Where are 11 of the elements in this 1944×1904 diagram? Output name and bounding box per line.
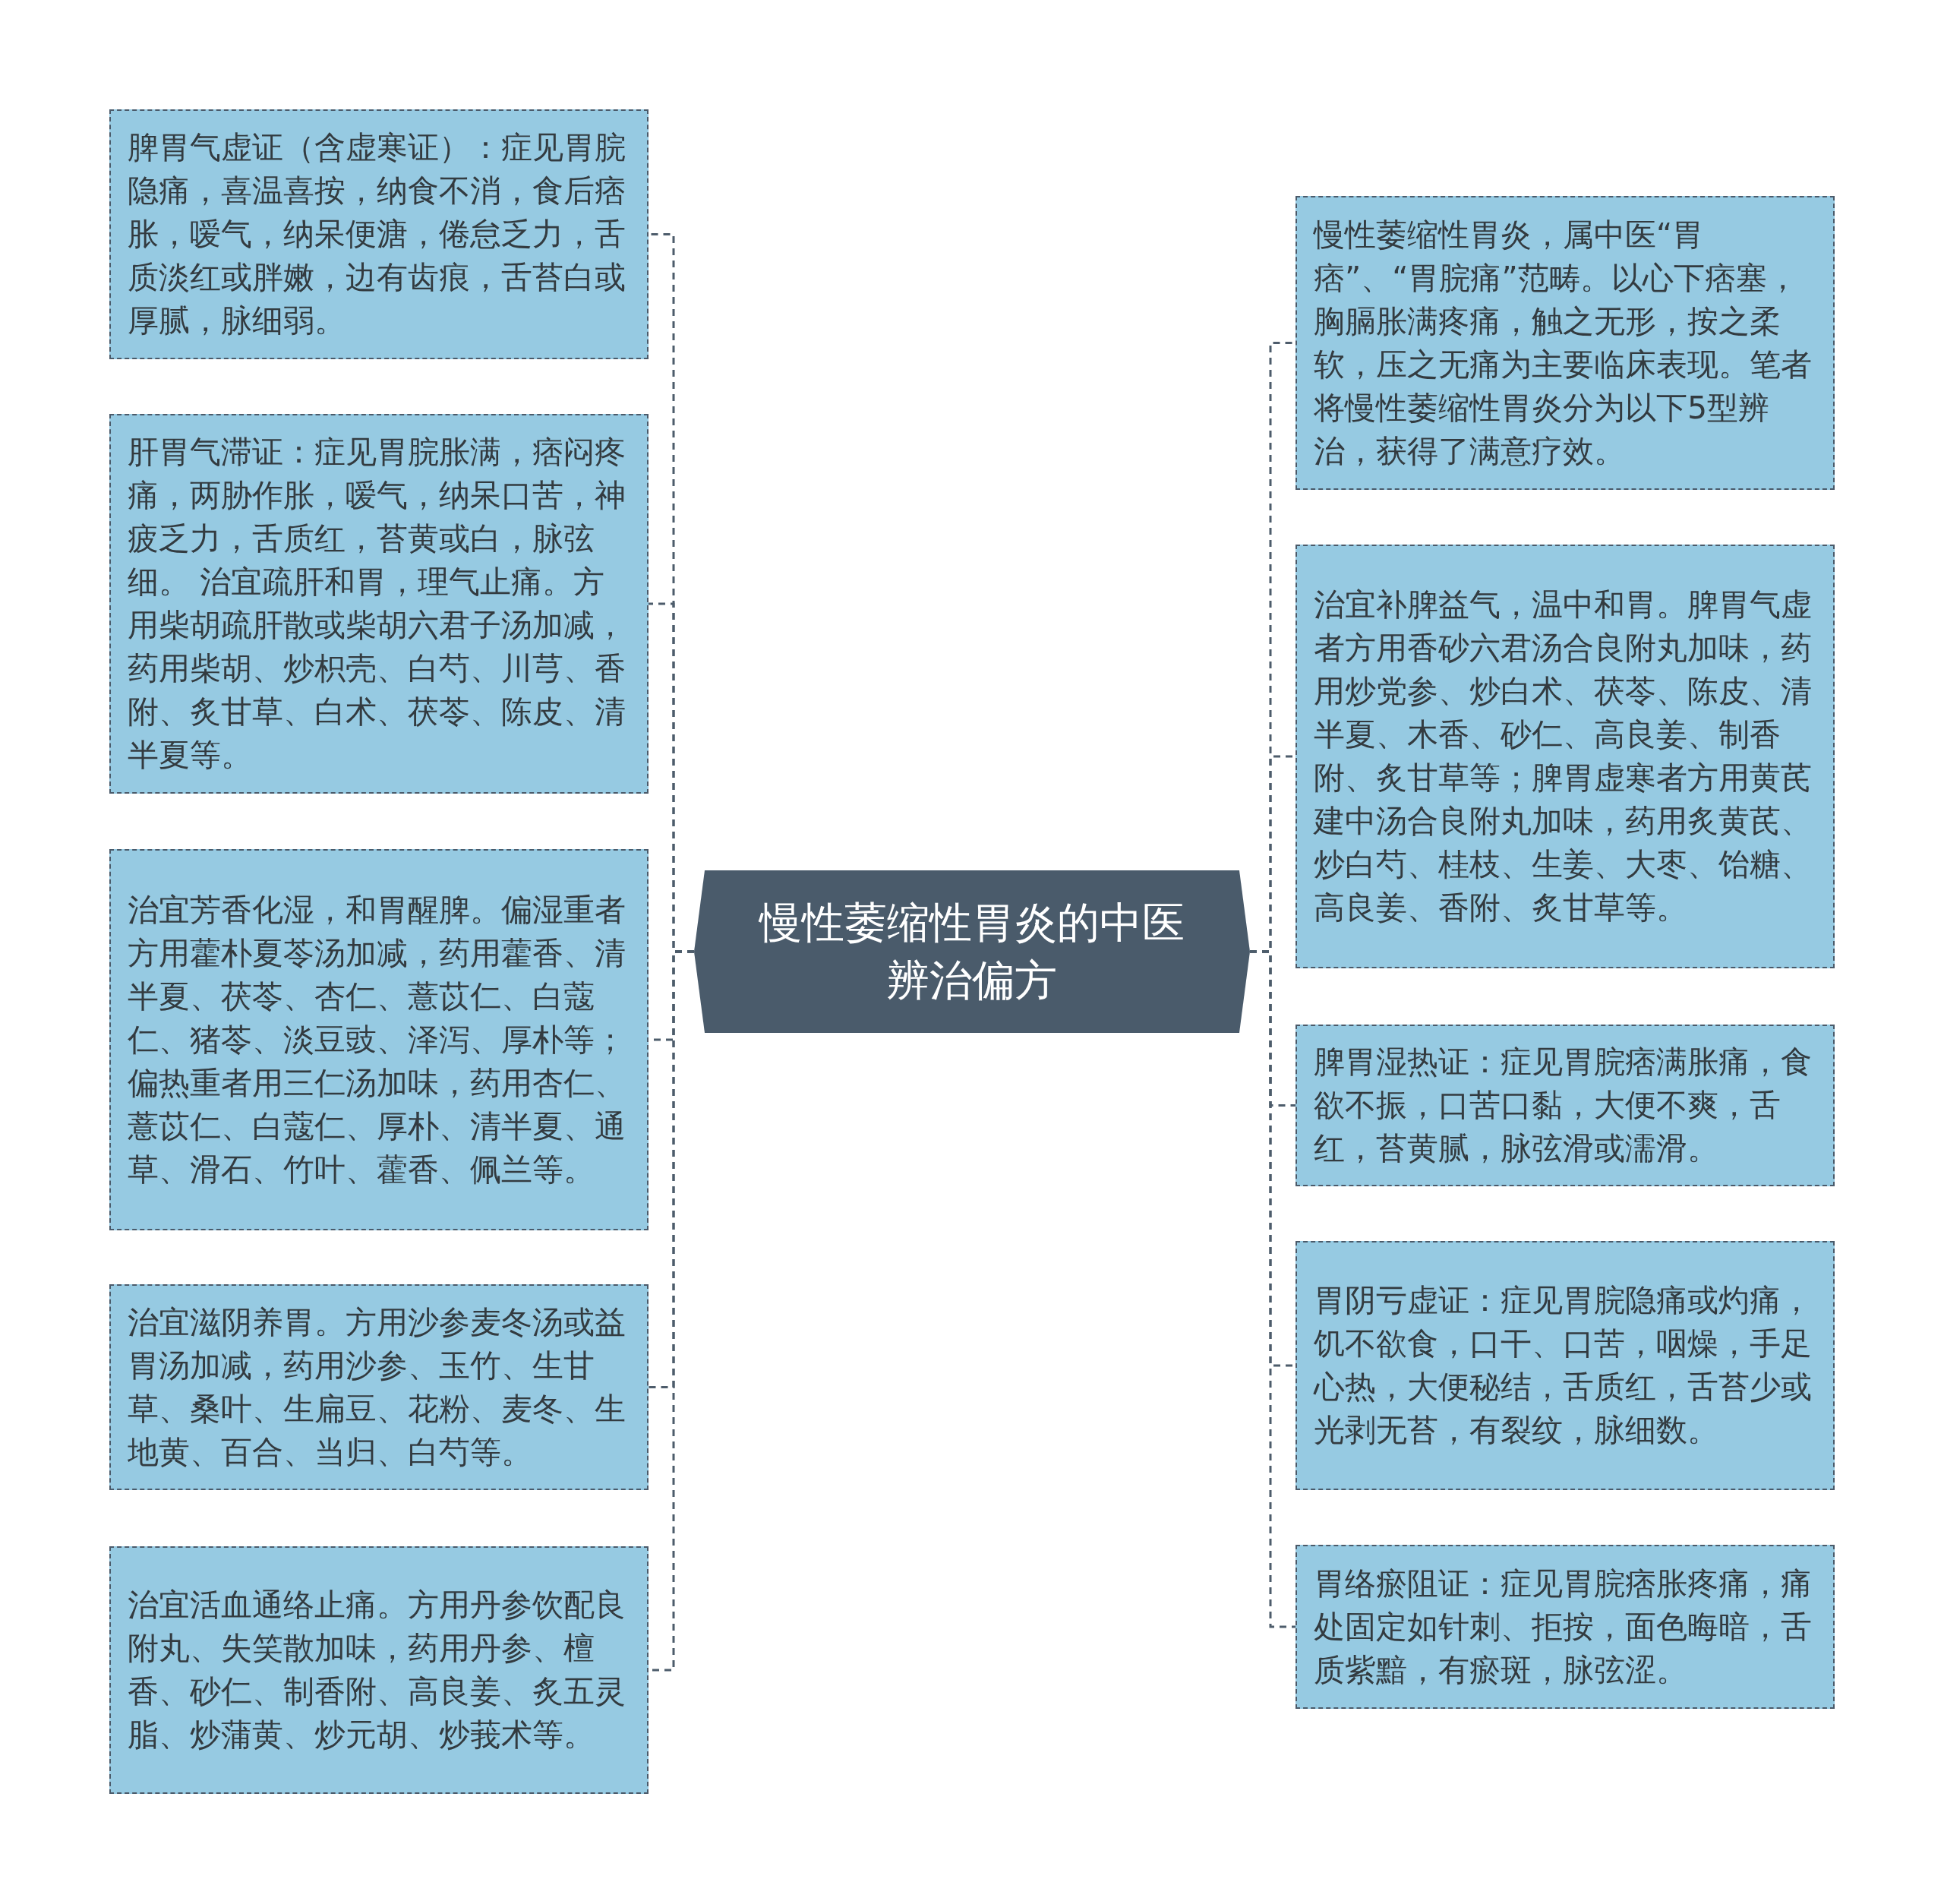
text-box: 脾胃湿热证：症见胃脘痞满胀痛，食欲不振，口苦口黏，大便不爽，舌红，苔黄腻，脉弦滑或濡滑。 xyxy=(1295,1025,1835,1186)
text-box: 治宜滋阴养胃。方用沙参麦冬汤或益胃汤加减，药用沙参、玉竹、生甘草、桑叶、生扁豆、花粉、麦冬、生地黄、百合、当归、白芍等。 xyxy=(109,1284,649,1490)
text-box: 肝胃气滞证：症见胃脘胀满，痞闷疼痛，两胁作胀，嗳气，纳呆口苦，神疲乏力，舌质红，苔黄或白，脉弦细。 治宜疏肝和胃，理气止痛。方用柴胡疏肝散或柴胡六君子汤加减，药用柴胡、炒枳壳、白芍、川芎、香附、炙甘草、白术、茯苓、陈皮、清半夏等。 xyxy=(109,414,649,794)
text-box: 治宜补脾益气，温中和胃。脾胃气虚者方用香砂六君汤合良附丸加味，药用炒党参、炒白术、茯苓、陈皮、清半夏、木香、砂仁、高良姜、制香附、炙甘草等；脾胃虚寒者方用黄芪建中汤合良附丸加味，药用炙黄芪、炒白芍、桂枝、生姜、大枣、饴糖、高良姜、香附、炙甘草等。 xyxy=(1295,545,1835,968)
text-box: 脾胃气虚证（含虚寒证）：症见胃脘隐痛，喜温喜按，纳食不消，食后痞胀，嗳气，纳呆便溏，倦怠乏力，舌质淡红或胖嫩，边有齿痕，舌苔白或厚腻，脉细弱。 xyxy=(109,109,649,359)
text-box: 胃阴亏虚证：症见胃脘隐痛或灼痛，饥不欲食，口干、口苦，咽燥，手足心热，大便秘结，舌质红，舌苔少或光剥无苔，有裂纹，脉细数。 xyxy=(1295,1241,1835,1490)
text-box: 胃络瘀阻证：症见胃脘痞胀疼痛，痛处固定如针刺、拒按，面色晦暗，舌质紫黯，有瘀斑，脉弦涩。 xyxy=(1295,1545,1835,1709)
connector-line xyxy=(1250,950,1295,1628)
text-box: 治宜芳香化湿，和胃醒脾。偏湿重者方用藿朴夏苓汤加减，药用藿香、清半夏、茯苓、杏仁、薏苡仁、白蔻仁、猪苓、淡豆豉、泽泻、厚朴等；偏热重者用三仁汤加味，药用杏仁、薏苡仁、白蔻仁、厚朴、清半夏、通草、滑石、竹叶、藿香、佩兰等。 xyxy=(109,849,649,1230)
text-box: 治宜活血通络止痛。方用丹参饮配良附丸、失笑散加味，药用丹参、檀香、砂仁、制香附、高良姜、炙五灵脂、炒蒲黄、炒元胡、炒莪术等。 xyxy=(109,1546,649,1794)
text-box: 慢性萎缩性胃炎，属中医“胃痞”、“胃脘痛”范畴。以心下痞塞，胸膈胀满疼痛，触之无形，按之柔软，压之无痛为主要临床表现。笔者将慢性萎缩性胃炎分为以下5型辨治，获得了满意疗效。 xyxy=(1295,196,1835,490)
